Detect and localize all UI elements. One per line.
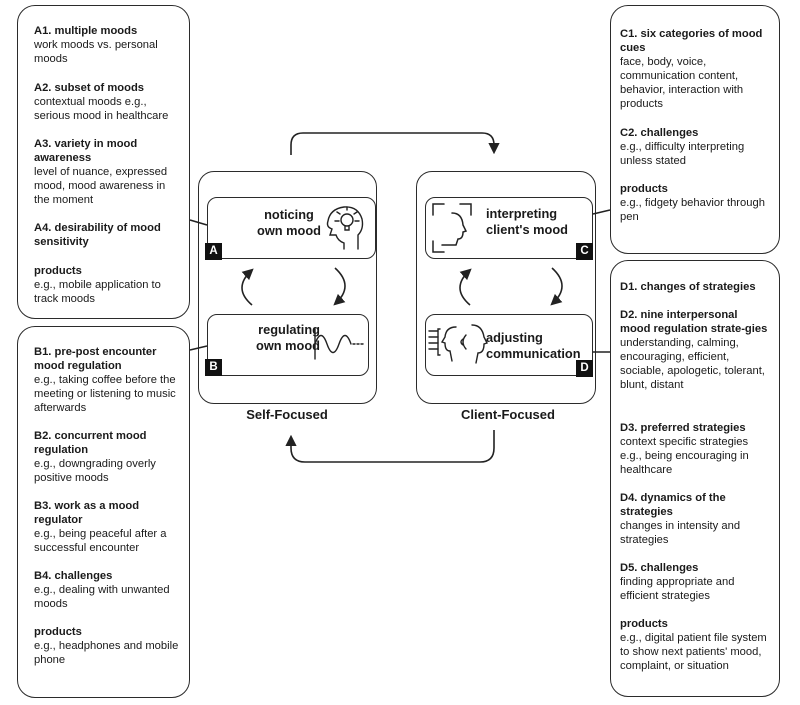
panel-b-item: B2. concurrent mood regulation e.g., dow… (34, 429, 179, 485)
bottom-arrow (285, 430, 495, 463)
item-heading: products (34, 626, 82, 638)
panel-a-item: products e.g., mobile application to tra… (34, 264, 179, 306)
box-regulating-own-mood: regulating own mood (207, 314, 369, 376)
box-adjusting-communication: adjusting communication (425, 314, 593, 376)
panel-b: B1. pre-post encounter mood regulation e… (17, 326, 190, 698)
panel-d-item: D5. challenges finding appropriate and e… (620, 561, 769, 603)
item-body: e.g., mobile application to track moods (34, 279, 161, 305)
item-body: changes in intensity and strategies (620, 520, 741, 546)
panel-d-item: D3. preferred strategies context specifi… (620, 421, 769, 477)
panel-c-item: C1. six categories of mood cues face, bo… (620, 27, 769, 111)
panel-c-item: products e.g., fidgety behavior through … (620, 182, 769, 224)
connector-a (189, 219, 208, 226)
self-focused-title: Self-Focused (246, 407, 328, 422)
item-body: work moods vs. personal moods (34, 39, 158, 65)
item-heading: D1. changes of strategies (620, 281, 756, 293)
item-heading: products (34, 265, 82, 277)
panel-a-item: A1. multiple moods work moods vs. person… (34, 24, 179, 66)
client-cycle-right (550, 267, 563, 306)
item-heading: D2. nine interpersonal mood regulation s… (620, 309, 768, 335)
client-focused-title: Client-Focused (461, 407, 555, 422)
item-body: finding appropriate and efficient strate… (620, 576, 735, 602)
box-d-label: adjusting communication (486, 330, 581, 361)
box-noticing-own-mood: noticing own mood (207, 197, 376, 259)
wave-icon (314, 328, 364, 360)
box-interpreting-clients-mood: interpreting client's mood (425, 197, 593, 259)
face-frame-icon (432, 203, 472, 253)
box-a-label: noticing own mood (257, 207, 321, 238)
box-c-label: interpreting client's mood (486, 206, 568, 237)
item-heading: A1. multiple moods (34, 25, 138, 37)
panel-b-item: B1. pre-post encounter mood regulation e… (34, 345, 179, 415)
item-body: e.g., headphones and mobile phone (34, 640, 179, 666)
badge-d: D (576, 360, 593, 377)
item-body: level of nuance, expressed mood, mood aw… (34, 166, 168, 206)
client-cycle-left (459, 268, 472, 306)
panel-d: D1. changes of strategies D2. nine inter… (610, 260, 780, 697)
item-heading: A4. desirability of mood sensitivity (34, 222, 161, 248)
panel-c-item: C2. challenges e.g., difficulty interpre… (620, 126, 769, 168)
item-heading: A2. subset of moods (34, 82, 145, 94)
badge-a: A (205, 243, 222, 260)
connector-c (592, 209, 611, 215)
item-heading: D4. dynamics of the strategies (620, 492, 726, 518)
item-heading: B3. work as a mood regulator (34, 500, 140, 526)
top-arrow (290, 132, 500, 155)
badge-c: C (576, 243, 593, 260)
item-heading: B2. concurrent mood regulation (34, 430, 147, 456)
item-body: e.g., difficulty interpreting unless sta… (620, 141, 745, 167)
item-heading: C2. challenges (620, 127, 699, 139)
item-heading: D5. challenges (620, 562, 699, 574)
item-body: e.g., dealing with unwanted moods (34, 584, 170, 610)
box-b-label: regulating own mood (256, 322, 320, 353)
item-body: e.g., downgrading overly positive moods (34, 458, 156, 484)
panel-b-item: B4. challenges e.g., dealing with unwant… (34, 569, 179, 611)
item-body: contextual moods e.g., serious mood in h… (34, 96, 169, 122)
panel-d-item: D1. changes of strategies (620, 280, 769, 294)
panel-d-item: D4. dynamics of the strategies changes i… (620, 491, 769, 547)
panel-b-item: B3. work as a mood regulator e.g., being… (34, 499, 179, 555)
item-heading: B1. pre-post encounter mood regulation (34, 346, 157, 372)
item-body: e.g., being peaceful after a successful … (34, 528, 167, 554)
panel-b-item: products e.g., headphones and mobile pho… (34, 625, 179, 667)
self-cycle-right (333, 267, 346, 306)
item-body: e.g., fidgety behavior through pen (620, 197, 765, 223)
item-body: e.g., digital patient file system to sho… (620, 632, 767, 672)
item-heading: B4. challenges (34, 570, 113, 582)
item-body: context specific strategies e.g., being … (620, 436, 749, 476)
item-heading: products (620, 183, 668, 195)
item-heading: D3. preferred strategies (620, 422, 746, 434)
two-heads-talking-icon (428, 324, 488, 364)
item-body: e.g., taking coffee before the meeting o… (34, 374, 176, 414)
item-heading: products (620, 618, 668, 630)
item-body: understanding, calming, encouraging, eff… (620, 337, 765, 391)
badge-b: B (205, 359, 222, 376)
lightbulb-head-icon (326, 206, 364, 250)
connector-b (189, 345, 208, 351)
panel-a-item: A2. subset of moods contextual moods e.g… (34, 81, 179, 123)
panel-c: C1. six categories of mood cues face, bo… (610, 5, 780, 254)
item-body: face, body, voice, communication content… (620, 56, 744, 110)
panel-a-item: A4. desirability of mood sensitivity (34, 221, 179, 249)
self-cycle-left (241, 268, 254, 306)
panel-d-item: D2. nine interpersonal mood regulation s… (620, 308, 769, 392)
item-heading: C1. six categories of mood cues (620, 28, 763, 54)
panel-a: A1. multiple moods work moods vs. person… (17, 5, 190, 319)
item-heading: A3. variety in mood awareness (34, 138, 138, 164)
panel-d-item: products e.g., digital patient file syst… (620, 617, 769, 673)
panel-a-item: A3. variety in mood awareness level of n… (34, 137, 179, 207)
